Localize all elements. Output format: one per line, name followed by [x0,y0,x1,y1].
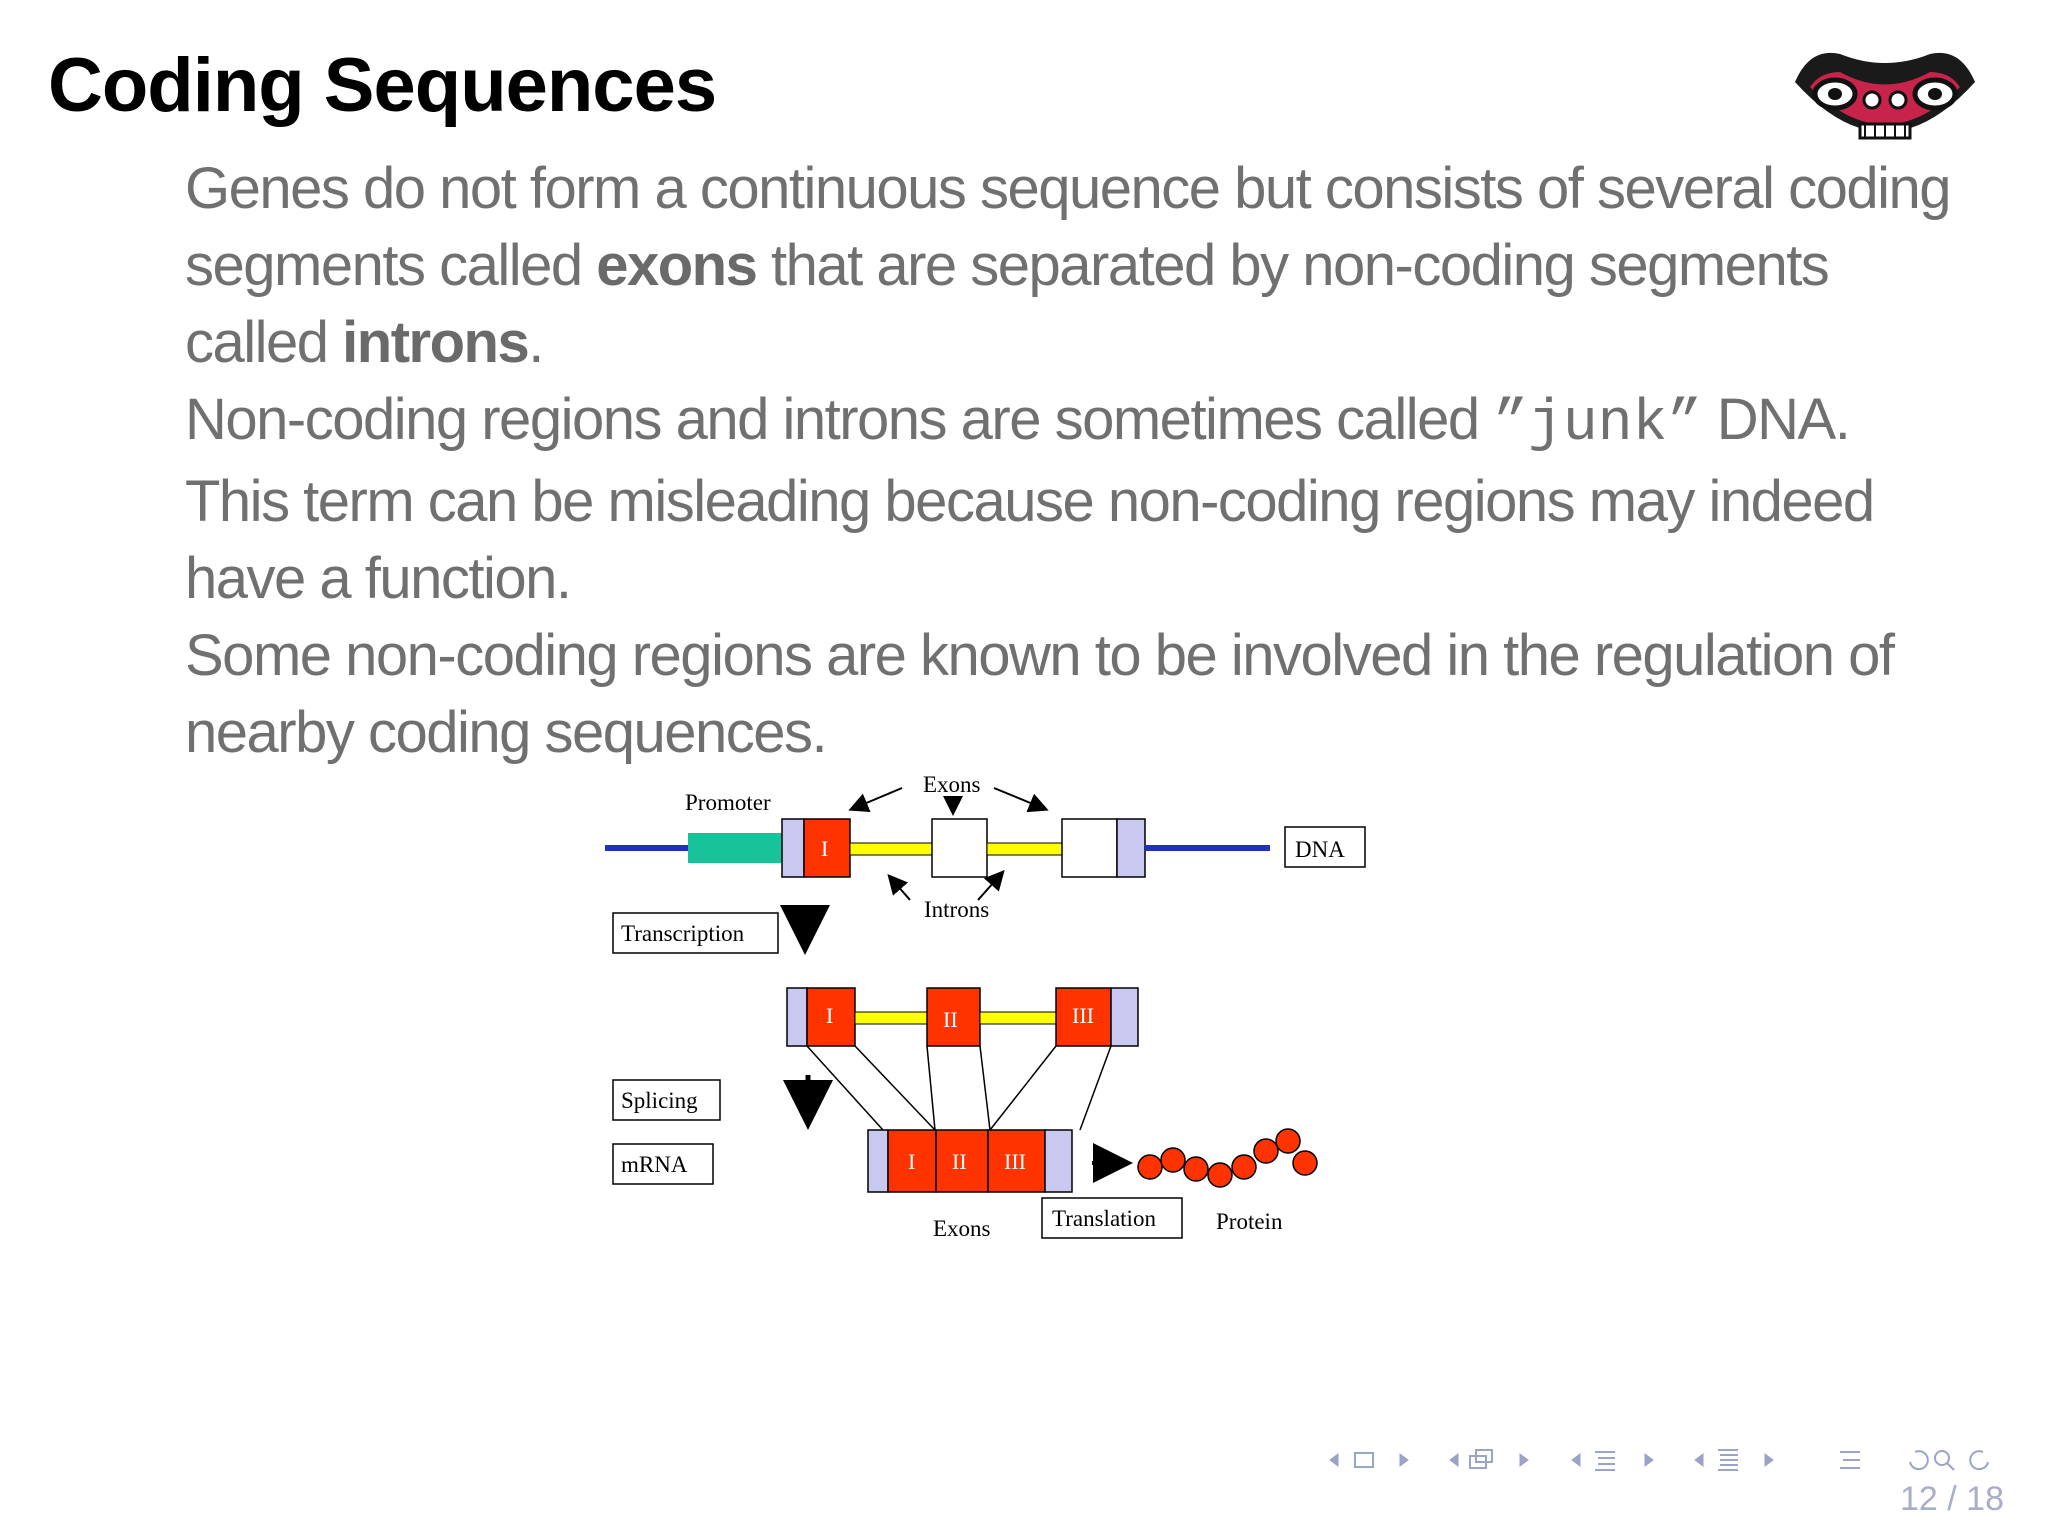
mrna-exon-2-label: II [952,1149,967,1174]
mrna-utr-right [1044,1129,1073,1193]
amino-acid [1275,1128,1301,1154]
nav-next-frame-icon[interactable] [1399,1453,1409,1467]
list-icon[interactable] [1840,1451,1860,1469]
exons-bottom-label: Exons [933,1216,991,1241]
amino-acid [1231,1154,1257,1180]
premrna-intron-1 [854,1011,928,1025]
intron-2 [986,842,1063,856]
protein-chain [1137,1128,1318,1188]
nav-prev-presentation-icon[interactable] [1694,1453,1704,1467]
nav-prev-section-icon[interactable] [1571,1453,1581,1467]
utr-left [781,818,805,878]
nav-prev-subsection-icon[interactable] [1449,1453,1459,1467]
paragraph-genes: Genes do not form a continuous sequence … [185,156,1952,375]
mrna-exon-3-label: III [1004,1149,1026,1174]
paragraph-regulation: Some non-coding regions are known to be … [185,623,1895,765]
amino-acid [1292,1150,1318,1176]
exons-top-label: Exons [923,772,981,797]
gene-structure-diagram: I Promoter Exons Introns DNA Transcripti… [605,772,1366,1241]
amino-acid [1137,1154,1163,1180]
slide-title: Coding Sequences [48,43,717,128]
presentation-icon[interactable] [1718,1449,1738,1471]
amino-acid [1160,1147,1186,1173]
subsection-icon[interactable] [1469,1449,1493,1469]
nav-prev-frame-icon[interactable] [1329,1453,1339,1467]
university-logo [1795,52,1975,140]
dna-label-box [1284,826,1366,868]
premrna-exon-3-label: III [1072,1003,1094,1028]
amino-acid [1253,1138,1279,1164]
exon-box-2 [931,818,988,878]
frame-icon[interactable] [1354,1452,1374,1468]
amino-acid [1183,1156,1209,1182]
transcription-label: Transcription [621,921,745,946]
dna-label: DNA [1295,837,1345,862]
promoter-label: Promoter [685,790,771,815]
exon-box-3 [1061,818,1118,878]
amino-acid [1207,1162,1233,1188]
splicing-label: Splicing [621,1088,698,1113]
search-icon[interactable] [1934,1450,1955,1471]
nav-next-section-icon[interactable] [1644,1453,1654,1467]
splicing-box [612,1079,721,1121]
section-icon[interactable] [1595,1451,1615,1471]
intron-1 [849,842,933,856]
introns-label: Introns [924,897,989,922]
translation-box [1041,1197,1183,1239]
premrna-exon-3 [1055,987,1112,1047]
slide-body: Genes do not form a continuous sequence … [185,150,1965,771]
translation-label: Translation [1052,1206,1156,1231]
exon-1-label: I [821,836,828,861]
premrna-intron-2 [979,1011,1057,1025]
page-current: 12 [1900,1480,1938,1518]
premrna-utr-right [1110,987,1139,1047]
nav-next-presentation-icon[interactable] [1764,1453,1774,1467]
utr-right [1116,818,1146,878]
promoter-region [688,833,785,863]
mrna-box [612,1143,714,1185]
premrna-utr-left [786,987,808,1047]
mrna-label: mRNA [621,1152,688,1177]
page-total: 18 [1966,1480,2004,1518]
mrna-utr-left [867,1129,889,1193]
premrna-exon-1-label: I [826,1003,833,1028]
term-introns: introns [342,310,530,375]
premrna-exon-2-label: II [943,1007,958,1032]
page-number: 12 / 18 [1900,1480,2004,1518]
term-junk: ”junk” [1493,392,1703,457]
back-icon[interactable] [1909,1450,1929,1471]
protein-label: Protein [1216,1209,1283,1234]
beamer-navigation [1329,1449,1989,1471]
nav-next-subsection-icon[interactable] [1519,1453,1529,1467]
term-exons: exons [596,233,758,298]
mrna-exon-1 [887,1129,937,1193]
paragraph-junk: Non-coding regions and introns are somet… [185,387,1851,457]
forward-icon[interactable] [1969,1450,1989,1471]
mrna-exon-3 [987,1129,1046,1193]
transcription-box [612,912,779,954]
paragraph-misleading: This term can be misleading because non-… [185,469,1875,611]
mrna-exon-1-label: I [908,1149,915,1174]
